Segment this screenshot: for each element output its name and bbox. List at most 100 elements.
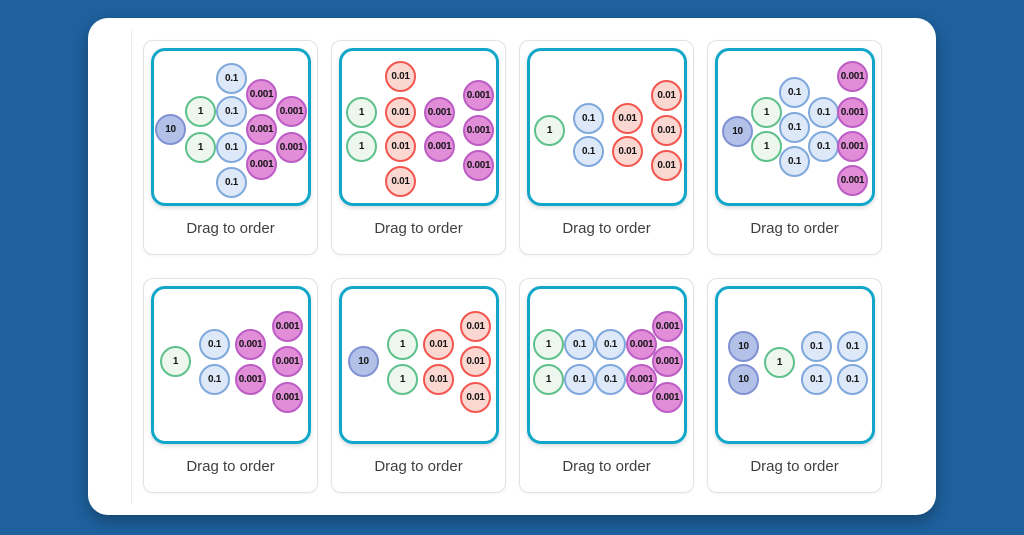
- number-token-hundredth[interactable]: 0.01: [423, 363, 454, 395]
- card-label: Drag to order: [374, 458, 463, 475]
- number-token-one[interactable]: 1: [160, 345, 191, 377]
- number-token-one[interactable]: 1: [764, 346, 795, 378]
- number-token-one[interactable]: 1: [751, 130, 782, 162]
- number-token-ten[interactable]: 10: [728, 363, 759, 395]
- number-token-thousandth[interactable]: 0.001: [463, 149, 494, 181]
- number-token-ten[interactable]: 10: [155, 113, 186, 145]
- number-token-one[interactable]: 1: [751, 96, 782, 128]
- number-token-one[interactable]: 1: [387, 328, 418, 360]
- card-label: Drag to order: [562, 220, 651, 237]
- number-token-tenth[interactable]: 0.1: [595, 328, 626, 360]
- number-token-thousandth[interactable]: 0.001: [463, 79, 494, 111]
- number-token-tenth[interactable]: 0.1: [837, 363, 868, 395]
- number-token-hundredth[interactable]: 0.01: [385, 96, 416, 128]
- number-token-tenth[interactable]: 0.1: [573, 102, 604, 134]
- number-token-thousandth[interactable]: 0.001: [837, 60, 868, 92]
- number-token-thousandth[interactable]: 0.001: [837, 130, 868, 162]
- number-token-thousandth[interactable]: 0.001: [276, 95, 307, 127]
- number-token-hundredth[interactable]: 0.01: [460, 345, 491, 377]
- number-token-tenth[interactable]: 0.1: [199, 328, 230, 360]
- number-token-tenth[interactable]: 0.1: [595, 363, 626, 395]
- card-label: Drag to order: [562, 458, 651, 475]
- number-token-thousandth[interactable]: 0.001: [626, 363, 657, 395]
- number-token-tenth[interactable]: 0.1: [779, 145, 810, 177]
- number-token-thousandth[interactable]: 0.001: [272, 381, 303, 413]
- number-token-tenth[interactable]: 0.1: [808, 96, 839, 128]
- number-token-ten[interactable]: 10: [348, 345, 379, 377]
- number-token-one[interactable]: 1: [533, 328, 564, 360]
- number-token-tenth[interactable]: 0.1: [801, 330, 832, 362]
- card-label: Drag to order: [750, 220, 839, 237]
- number-token-tenth[interactable]: 0.1: [564, 363, 595, 395]
- panel-divider: [131, 30, 132, 504]
- card-label: Drag to order: [374, 220, 463, 237]
- number-token-thousandth[interactable]: 0.001: [626, 328, 657, 360]
- number-token-tenth[interactable]: 0.1: [808, 130, 839, 162]
- number-token-hundredth[interactable]: 0.01: [460, 310, 491, 342]
- number-token-hundredth[interactable]: 0.01: [423, 328, 454, 360]
- number-token-ten[interactable]: 10: [728, 330, 759, 362]
- number-token-tenth[interactable]: 0.1: [216, 131, 247, 163]
- number-token-one[interactable]: 1: [185, 131, 216, 163]
- number-token-thousandth[interactable]: 0.001: [272, 310, 303, 342]
- number-token-thousandth[interactable]: 0.001: [276, 131, 307, 163]
- number-token-tenth[interactable]: 0.1: [779, 111, 810, 143]
- number-token-hundredth[interactable]: 0.01: [385, 165, 416, 197]
- number-token-thousandth[interactable]: 0.001: [837, 164, 868, 196]
- number-token-hundredth[interactable]: 0.01: [651, 79, 682, 111]
- card-label: Drag to order: [750, 458, 839, 475]
- number-token-hundredth[interactable]: 0.01: [385, 130, 416, 162]
- number-token-thousandth[interactable]: 0.001: [652, 381, 683, 413]
- number-token-hundredth[interactable]: 0.01: [651, 149, 682, 181]
- number-token-tenth[interactable]: 0.1: [837, 330, 868, 362]
- number-token-tenth[interactable]: 0.1: [573, 135, 604, 167]
- number-token-thousandth[interactable]: 0.001: [652, 345, 683, 377]
- number-token-one[interactable]: 1: [534, 114, 565, 146]
- number-token-thousandth[interactable]: 0.001: [246, 78, 277, 110]
- number-token-thousandth[interactable]: 0.001: [272, 345, 303, 377]
- number-token-ten[interactable]: 10: [722, 115, 753, 147]
- number-token-thousandth[interactable]: 0.001: [424, 130, 455, 162]
- number-token-thousandth[interactable]: 0.001: [463, 114, 494, 146]
- number-token-tenth[interactable]: 0.1: [216, 95, 247, 127]
- number-token-one[interactable]: 1: [346, 96, 377, 128]
- number-token-tenth[interactable]: 0.1: [564, 328, 595, 360]
- number-token-thousandth[interactable]: 0.001: [235, 363, 266, 395]
- number-token-thousandth[interactable]: 0.001: [235, 328, 266, 360]
- number-token-tenth[interactable]: 0.1: [801, 363, 832, 395]
- number-token-tenth[interactable]: 0.1: [779, 76, 810, 108]
- number-token-hundredth[interactable]: 0.01: [612, 135, 643, 167]
- number-token-thousandth[interactable]: 0.001: [652, 310, 683, 342]
- number-token-one[interactable]: 1: [387, 363, 418, 395]
- number-token-one[interactable]: 1: [533, 363, 564, 395]
- number-token-one[interactable]: 1: [185, 95, 216, 127]
- number-token-hundredth[interactable]: 0.01: [385, 60, 416, 92]
- number-token-hundredth[interactable]: 0.01: [651, 114, 682, 146]
- number-token-thousandth[interactable]: 0.001: [837, 96, 868, 128]
- card-label: Drag to order: [186, 458, 275, 475]
- number-token-hundredth[interactable]: 0.01: [612, 102, 643, 134]
- number-token-thousandth[interactable]: 0.001: [246, 113, 277, 145]
- number-token-hundredth[interactable]: 0.01: [460, 381, 491, 413]
- number-token-one[interactable]: 1: [346, 130, 377, 162]
- number-token-tenth[interactable]: 0.1: [216, 62, 247, 94]
- number-token-tenth[interactable]: 0.1: [199, 363, 230, 395]
- number-token-thousandth[interactable]: 0.001: [424, 96, 455, 128]
- number-token-thousandth[interactable]: 0.001: [246, 148, 277, 180]
- number-token-tenth[interactable]: 0.1: [216, 166, 247, 198]
